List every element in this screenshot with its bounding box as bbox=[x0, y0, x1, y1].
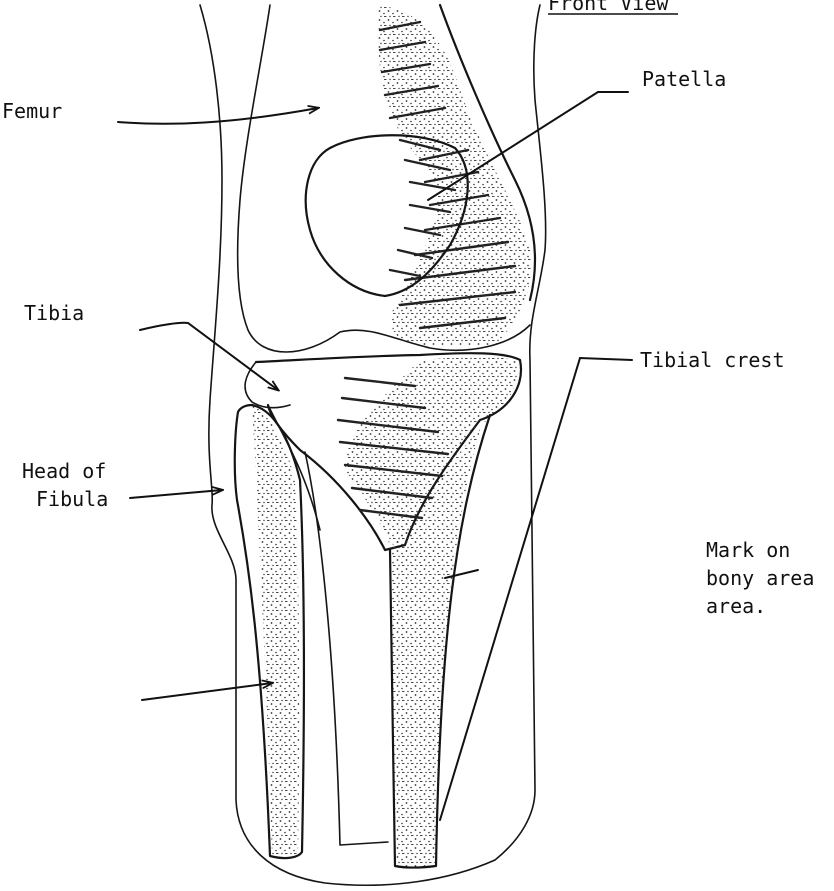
instruction-line3: area. bbox=[706, 594, 766, 618]
view-title: Front View bbox=[548, 0, 669, 15]
tibia-leader bbox=[140, 323, 278, 390]
instruction-line2: bony area bbox=[706, 566, 814, 590]
instruction-line1: Mark on bbox=[706, 538, 790, 562]
fibula-bone bbox=[235, 405, 304, 858]
fibula-shaft-leader bbox=[142, 683, 272, 700]
femur-leader bbox=[118, 108, 318, 124]
label-patella: Patella bbox=[642, 67, 726, 91]
label-femur: Femur bbox=[2, 99, 62, 123]
label-tibia: Tibia bbox=[24, 301, 84, 325]
femur-bone bbox=[238, 5, 535, 352]
label-head-of-fibula-line1: Head of bbox=[22, 459, 106, 483]
label-tibial-crest: Tibial crest bbox=[640, 348, 785, 372]
label-head-of-fibula-line2: Fibula bbox=[36, 487, 108, 511]
fibula-head-leader bbox=[130, 490, 222, 498]
